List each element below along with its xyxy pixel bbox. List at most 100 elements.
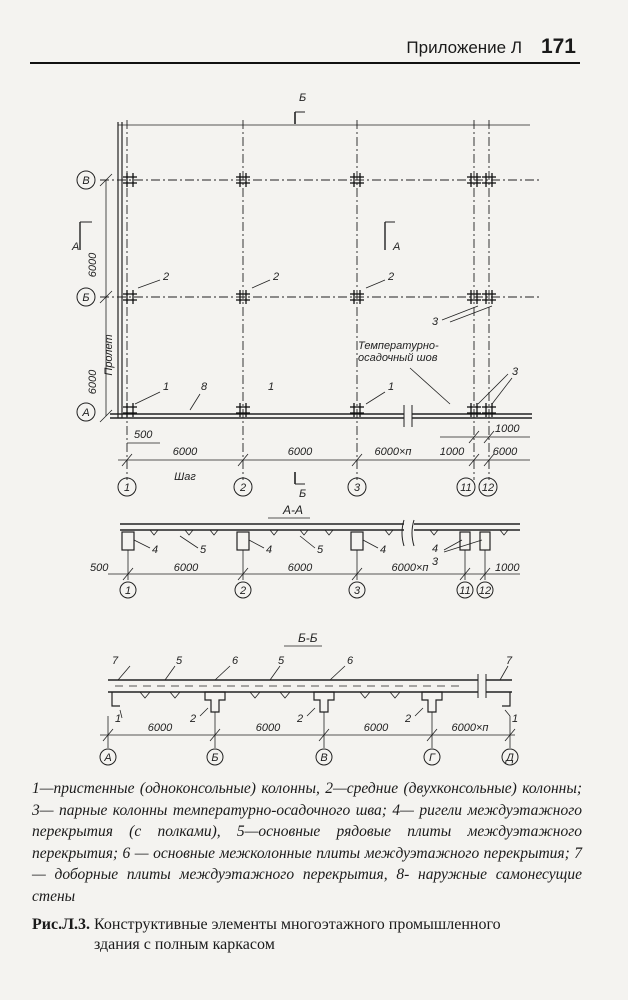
svg-text:А: А [81,407,89,419]
step-label: Шаг [174,471,196,483]
section-aa-dim-500: 500 [90,562,109,574]
callout-1-b: 1 [268,381,274,393]
callout-3-a: 3 [432,316,439,328]
section-aa-dim-1000: 1000 [495,562,520,574]
section-bb-dim-2: 6000 [256,722,281,734]
section-aa-axis-markers: 1 2 3 11 12 [119,581,494,599]
section-aa-callout-4b: 4 [266,544,272,556]
axis-row-marker: В [315,748,333,766]
axis-col-marker: 12 [478,477,498,497]
span-label: Пролет [103,334,115,375]
svg-text:3: 3 [354,585,361,597]
svg-text:Б: Б [82,292,89,304]
section-mark-b-top: Б [299,92,306,104]
section-aa-dim-n: 6000×п [392,562,429,574]
caption-line1: Конструктивные элементы многоэтажного пр… [94,916,501,933]
svg-text:3: 3 [354,482,361,494]
callout-2-a: 2 [162,271,169,283]
figure-label: Рис.Л.3. [32,916,91,933]
axis-col-marker: 3 [348,581,366,599]
plan-labels: Б Б А А 6000 6000 Пролет 500 1000 6000 6… [71,92,520,500]
svg-text:Г: Г [429,752,436,764]
svg-text:В: В [320,752,327,764]
callout-8: 8 [201,381,208,393]
svg-text:1: 1 [124,482,130,494]
section-mark-a-left: А [71,241,79,253]
axis-row-marker: А [99,748,117,766]
dim-1000-top: 1000 [495,423,520,435]
section-bb-dim-3: 6000 [364,722,389,734]
section-mark-b-bottom: Б [299,488,306,500]
section-bb-callout-6b: 6 [347,655,354,667]
figure-legend: 1—пристенные (одноконсольные) колонны, 2… [32,780,582,905]
section-aa-callout-4d: 4 [432,543,438,555]
axis-col-marker: 11 [456,581,474,599]
callout-2-c: 2 [387,271,394,283]
svg-text:1: 1 [125,585,131,597]
section-bb-callout-2b: 2 [296,713,303,725]
axis-row-marker: Б [76,287,96,307]
section-bb-dim-n: 6000×п [452,722,489,734]
vertical-dim-upper: 6000 [87,252,99,277]
axis-col-marker: 2 [233,477,253,497]
axis-row-marker: Г [423,748,441,766]
caption-line2: здания с полным каркасом [94,936,275,953]
dim-step-1: 6000 [173,446,198,458]
page-header: Приложение Л 171 [30,30,580,64]
axis-col-marker: 2 [234,581,252,599]
section-b-b: Б-Б [99,631,519,766]
dim-step-2: 6000 [288,446,313,458]
section-bb-dim-1: 6000 [148,722,173,734]
technical-drawing: В Б А 1 2 3 11 12 Б [71,92,540,766]
section-aa-callout-5a: 5 [200,544,207,556]
joint-label-line1: Температурно- [358,340,439,352]
section-bb-callout-2c: 2 [404,713,411,725]
section-bb-callout-2a: 2 [189,713,196,725]
section-aa-callout-4c: 4 [380,544,386,556]
section-aa-dim-2: 6000 [288,562,313,574]
svg-text:Д: Д [504,752,514,764]
page-number: 171 [540,35,576,58]
section-mark-a-right: А [392,241,400,253]
callout-1-c: 1 [388,381,394,393]
section-bb-axis-markers: А Б В Г Д [99,748,519,766]
figure-caption: Рис.Л.3. Конструктивные элементы многоэт… [32,915,592,955]
section-bb-callout-6a: 6 [232,655,239,667]
axis-col-marker: 3 [347,477,367,497]
section-aa-dim-1: 6000 [174,562,199,574]
svg-text:2: 2 [239,482,246,494]
section-bb-callout-1b: 1 [512,713,518,725]
section-aa-title: А-А [282,503,303,517]
axis-col-marker: 1 [117,477,137,497]
svg-text:Б: Б [211,752,218,764]
svg-text:12: 12 [479,585,491,597]
svg-text:11: 11 [460,482,471,494]
axis-col-marker: 1 [119,581,137,599]
callout-1-a: 1 [163,381,169,393]
axis-row-marker: Д [501,748,519,766]
section-bb-callout-5a: 5 [176,655,183,667]
svg-text:11: 11 [459,585,470,597]
vertical-dim-lower: 6000 [87,369,99,394]
section-bb-callout-1a: 1 [115,713,121,725]
section-aa-callout-4a: 4 [152,544,158,556]
appendix-title: Приложение Л [406,38,522,57]
callout-2-b: 2 [272,271,279,283]
axis-col-marker: 12 [476,581,494,599]
svg-text:В: В [82,175,89,187]
section-aa-callout-3: 3 [432,556,439,568]
svg-text:12: 12 [482,482,494,494]
dim-500: 500 [134,429,153,441]
section-a-a: А-А [90,503,520,599]
axis-col-marker: 11 [456,477,476,497]
dim-step-last: 6000 [493,446,518,458]
svg-text:2: 2 [239,585,246,597]
section-bb-callout-7b: 7 [506,655,513,667]
dim-step-n: 6000×п [375,446,412,458]
section-aa-callout-5b: 5 [317,544,324,556]
svg-text:А: А [103,752,111,764]
section-bb-callout-7a: 7 [112,655,119,667]
callout-3-b: 3 [512,366,519,378]
floor-plan [79,111,540,485]
joint-label-line2: осадочный шов [358,352,438,364]
